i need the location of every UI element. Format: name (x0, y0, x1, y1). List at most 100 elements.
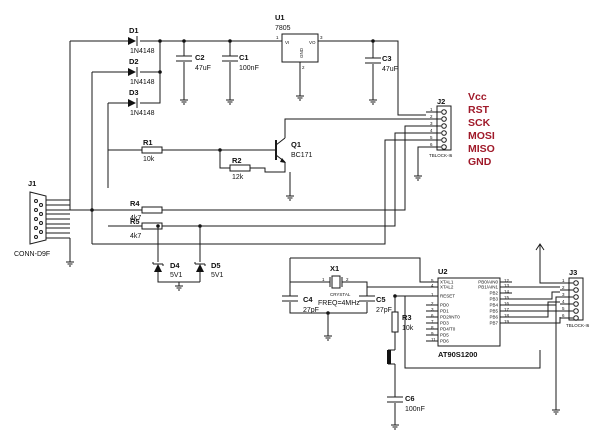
transistor-wiring (108, 118, 426, 196)
j2-pin6: 6 (430, 142, 433, 147)
ground-symbols-top (180, 95, 377, 105)
resistor-r3: R3 10k (391, 311, 414, 333)
supply-wiring (69, 40, 426, 244)
u1-pin2: 2 (302, 65, 305, 70)
signal-mosi: MOSI (468, 130, 495, 142)
r2-value: 12k (232, 174, 244, 181)
c5-ref: C5 (376, 295, 386, 304)
q1-value: BC171 (291, 152, 313, 159)
j3-pin1: 1 (562, 278, 565, 283)
u2-left-pin-number: 4 (431, 283, 434, 288)
connector-j2: 1 2 3 4 5 6 J2 TBLOCK-I6 (426, 97, 453, 158)
ground-symbols-bottom-left (175, 282, 183, 291)
j2-wiring (92, 125, 426, 245)
capacitor-c2: C2 47uF (176, 53, 211, 72)
reset-wiring (388, 295, 541, 430)
u2-left-pin-name: PD0 (440, 303, 449, 308)
c6-value: 100nF (405, 406, 425, 413)
capacitor-c4: C4 27pF (282, 295, 319, 314)
capacitor-c3: C3 47uF (365, 54, 398, 73)
u2-left-pin-number: 6 (431, 313, 434, 318)
signal-gnd: GND (468, 156, 492, 168)
u2-left-pin-name: RESET (440, 294, 455, 299)
u2-left-pin-name: PD1 (440, 309, 449, 314)
j1-ref: J1 (28, 179, 36, 188)
regulator-u1: U1 7805 VI VO GND 1 2 3 (275, 13, 323, 70)
x1-pin1: 1 (322, 277, 325, 282)
u2-right-pin-number: 15 (504, 295, 510, 300)
r5-ref: R5 (130, 217, 140, 226)
d5-value: 5V1 (211, 272, 224, 279)
r5-value: 4k7 (130, 233, 141, 240)
u1-pin1: 1 (276, 35, 279, 40)
d4-ref: D4 (170, 261, 180, 270)
signal-labels: Vcc RST SCK MOSI MISO GND (468, 91, 495, 168)
d2-value: 1N4148 (130, 79, 155, 86)
u2-left-pin-name: XTAL1 (440, 280, 454, 285)
j3-value: TBLOCK-I6 (566, 323, 590, 328)
u1-value: 7805 (275, 25, 291, 32)
c2-ref: C2 (195, 53, 205, 62)
r2-ref: R2 (232, 156, 242, 165)
resistor-r2: R2 12k (229, 156, 251, 181)
u1-pin-vo: VO (309, 40, 316, 45)
x1-ref: X1 (330, 264, 339, 273)
u2-right-pin-number: 12 (504, 278, 510, 283)
r4-value: 4k7 (130, 215, 141, 222)
j2-pin3: 3 (430, 121, 433, 126)
c4-value: 27pF (303, 307, 319, 314)
x1-type: CRYSTAL (330, 292, 351, 297)
capacitor-c6: C6 100nF (387, 394, 425, 413)
signal-miso: MISO (468, 143, 495, 155)
x1-value: FREQ=4MHz (318, 300, 360, 307)
u2-value: AT90S1200 (438, 350, 477, 359)
u2-right-pin-name: PB1/AIN1 (478, 285, 498, 290)
u2-left-pin-name: XTAL2 (440, 285, 454, 290)
u2-right-pin-number: 16 (504, 301, 510, 306)
d3-ref: D3 (129, 88, 139, 97)
c1-ref: C1 (239, 53, 249, 62)
d3-value: 1N4148 (130, 110, 155, 117)
reset-switch (387, 350, 391, 364)
j3-pin5: 5 (562, 306, 565, 311)
capacitor-c5: C5 27pF (359, 295, 392, 314)
c6-ref: C6 (405, 394, 415, 403)
j1-value: CONN-D9F (14, 251, 50, 258)
j3-pin6: 6 (562, 313, 565, 318)
diode-d1: D1 1N4148 (128, 26, 155, 55)
u2-left-pin-number: 5 (431, 278, 434, 283)
u2-right-pin-number: 13 (504, 283, 510, 288)
c5-value: 27pF (376, 307, 392, 314)
signal-sck: SCK (468, 117, 491, 129)
u2-right-pin-name: PB3 (489, 297, 498, 302)
d5-ref: D5 (211, 261, 221, 270)
u2-right-pin-number: 14 (504, 289, 510, 294)
j3-pin2: 2 (562, 285, 565, 290)
u2-left-pin-number: 7 (431, 319, 434, 324)
u2-left-pin-name: PD5 (440, 333, 449, 338)
signal-vcc: Vcc (468, 91, 487, 103)
u1-ref: U1 (275, 13, 285, 22)
r3-value: 10k (402, 325, 414, 332)
signal-rst: RST (468, 104, 490, 116)
u2-left-pin-number: 9 (431, 331, 434, 336)
j2-pin1: 1 (430, 107, 433, 112)
d1-value: 1N4148 (130, 48, 155, 55)
u2-left-pin-number: 11 (431, 337, 436, 342)
u1-pin-gnd: GND (299, 47, 304, 58)
d2-ref: D2 (129, 57, 139, 66)
j3-ref: J3 (569, 268, 577, 277)
d4-value: 5V1 (170, 272, 183, 279)
u2-right-pins: 12PB0/AIN013PB1/AIN114PB215PB316PB417PB5… (478, 278, 509, 326)
j2-value: TBLOCK-I6 (429, 153, 453, 158)
u2-right-pin-name: PB2 (489, 291, 498, 296)
u2-left-pin-number: 8 (431, 325, 434, 330)
c4-ref: C4 (303, 295, 313, 304)
u2-left-pin-number: 1 (431, 292, 434, 297)
resistor-r1: R1 10k (141, 138, 163, 163)
u2-left-pin-number: 3 (431, 307, 434, 312)
j2-ref: J2 (437, 97, 445, 106)
c3-value: 47uF (382, 66, 398, 73)
j3-pin3: 3 (562, 292, 565, 297)
